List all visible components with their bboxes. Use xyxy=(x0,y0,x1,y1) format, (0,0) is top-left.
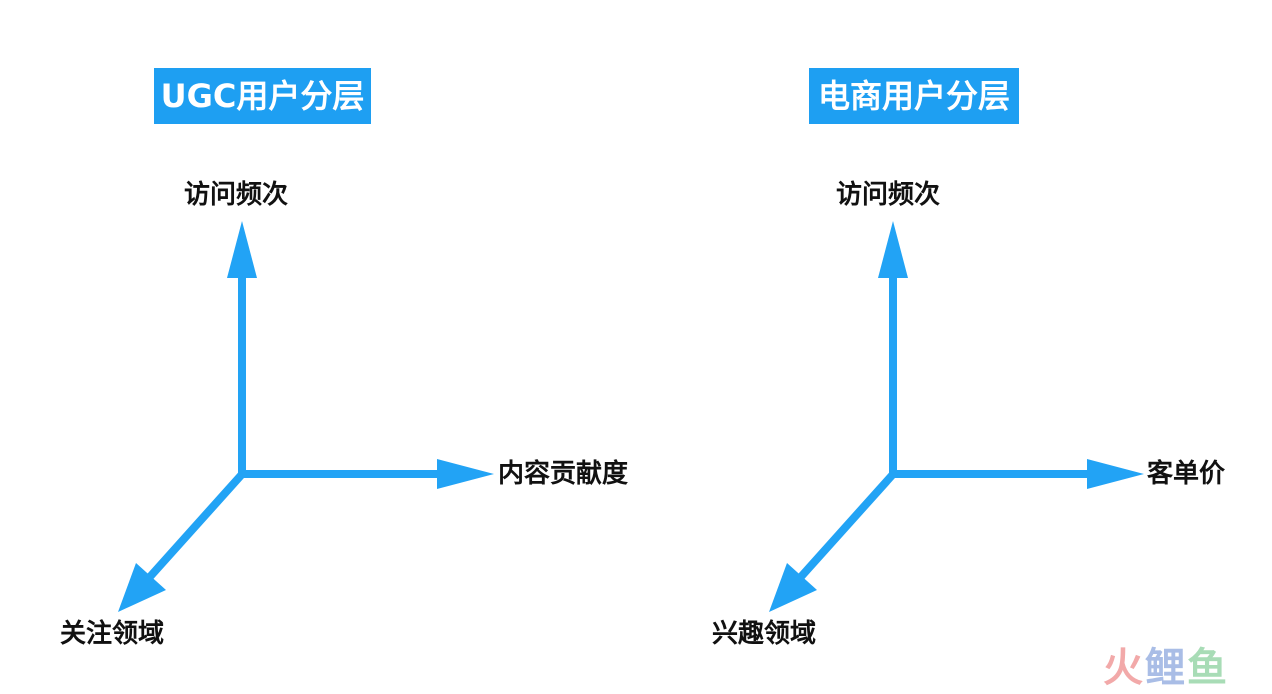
right-axis-up-label: 访问频次 xyxy=(836,180,941,210)
watermark-char-2: 鲤 xyxy=(1145,645,1187,691)
left-axis-right-label: 内容贡献度 xyxy=(498,459,629,489)
right-axis-diagonal-line xyxy=(796,469,898,582)
watermark-logo: 火鲤鱼 xyxy=(1103,646,1229,690)
arrow-up-icon xyxy=(227,221,257,278)
right-axis-right-label: 客单价 xyxy=(1147,459,1226,489)
left-axis-up-label: 访问频次 xyxy=(184,180,289,210)
arrow-up-icon xyxy=(878,221,908,278)
watermark-char-1: 火 xyxy=(1103,645,1145,691)
arrow-down-left-icon xyxy=(118,563,166,612)
left-axis-diagonal-line xyxy=(145,469,247,582)
arrow-right-icon xyxy=(1087,459,1144,489)
right-axis-diagonal-label: 兴趣领域 xyxy=(712,619,817,649)
arrow-down-left-icon xyxy=(769,563,817,612)
left-diagram-title: UGC用户分层 xyxy=(154,68,371,124)
right-diagram-title: 电商用户分层 xyxy=(809,68,1019,124)
arrow-right-icon xyxy=(437,459,494,489)
left-axis-diagonal-label: 关注领域 xyxy=(60,619,165,649)
watermark-char-3: 鱼 xyxy=(1187,645,1229,691)
right-axes xyxy=(769,221,1144,612)
left-axes xyxy=(118,221,494,612)
